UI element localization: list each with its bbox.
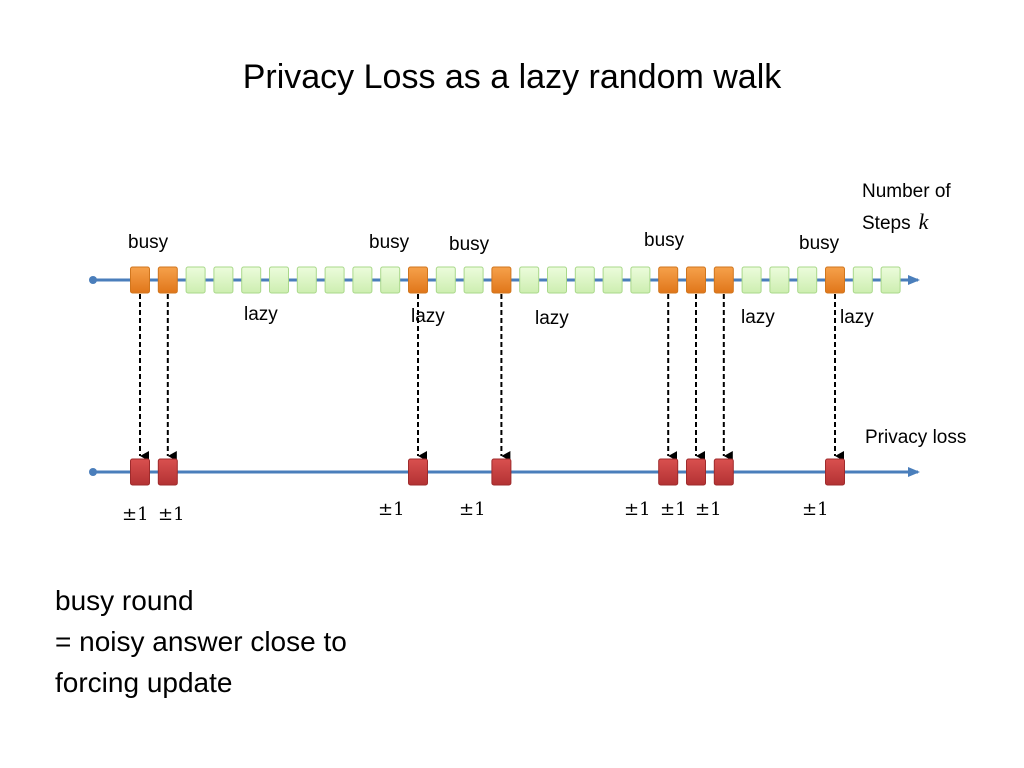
lazy-step-box — [269, 266, 289, 294]
privacy-loss-box — [825, 458, 845, 486]
privacy-loss-box — [157, 458, 178, 486]
increment-label: ±1 — [624, 499, 651, 520]
note-line-1: busy round — [55, 585, 194, 616]
lazy-step-box — [574, 266, 595, 294]
lazy-step-box — [296, 266, 317, 294]
lazy-step-box — [435, 266, 456, 294]
lazy-step-box — [324, 266, 345, 294]
lazy-step-box — [352, 266, 373, 294]
note-line-2: = noisy answer close to — [55, 626, 347, 657]
privacy-loss-box — [713, 458, 734, 486]
busy-round-note: busy round = noisy answer close to forci… — [55, 580, 347, 703]
steps-axis-label-line1: Number of — [862, 181, 951, 202]
lazy-step-box — [880, 266, 901, 294]
lazy-step-box — [185, 266, 206, 294]
lazy-step-box — [213, 266, 234, 294]
privacy-loss-axis-label: Privacy loss — [865, 427, 967, 448]
busy-step-box — [686, 266, 706, 294]
privacy-loss-box — [491, 458, 512, 486]
lazy-label: lazy — [411, 306, 445, 327]
increment-label: ±1 — [158, 504, 185, 525]
busy-label: busy — [644, 230, 685, 251]
privacy-loss-boxes — [130, 458, 845, 486]
lazy-step-box — [463, 266, 484, 294]
privacy-loss-box — [658, 458, 679, 486]
busy-step-box — [408, 266, 428, 294]
busy-step-box — [825, 266, 845, 294]
lazy-label: lazy — [535, 308, 569, 329]
lazy-step-box — [547, 266, 567, 294]
busy-label: busy — [449, 234, 490, 255]
lazy-step-box — [797, 266, 818, 294]
projection-arrows — [139, 294, 844, 461]
lazy-step-box — [852, 266, 873, 294]
privacy-loss-axis-origin-dot — [89, 468, 97, 476]
increment-label: ±1 — [378, 499, 405, 520]
steps-variable-k: k — [918, 209, 929, 234]
lazy-step-box — [741, 266, 762, 294]
privacy-loss-box — [408, 458, 428, 486]
increment-label: ±1 — [695, 499, 722, 520]
privacy-loss-box — [686, 458, 706, 486]
steps-axis-origin-dot — [89, 276, 97, 284]
lazy-step-box — [630, 266, 651, 294]
note-line-3: forcing update — [55, 667, 233, 698]
increment-label: ±1 — [459, 499, 486, 520]
increment-label: ±1 — [802, 499, 829, 520]
busy-step-box — [157, 266, 178, 294]
step-boxes — [130, 266, 901, 294]
lazy-label: lazy — [741, 307, 775, 328]
busy-label: busy — [799, 233, 840, 254]
busy-step-box — [713, 266, 734, 294]
lazy-step-box — [519, 266, 540, 294]
increment-label: ±1 — [122, 504, 149, 525]
lazy-step-box — [241, 266, 262, 294]
busy-step-box — [658, 266, 679, 294]
lazy-step-box — [769, 266, 790, 294]
busy-label: busy — [369, 232, 410, 253]
lazy-step-box — [602, 266, 623, 294]
privacy-loss-box — [130, 458, 150, 486]
lazy-label: lazy — [244, 304, 278, 325]
increment-label: ±1 — [660, 499, 687, 520]
busy-step-box — [130, 266, 150, 294]
lazy-label: lazy — [840, 307, 874, 328]
lazy-step-box — [380, 266, 401, 294]
busy-step-box — [491, 266, 512, 294]
steps-axis-label-word: Steps — [862, 213, 911, 234]
slide-title: Privacy Loss as a lazy random walk — [242, 58, 782, 96]
busy-label: busy — [128, 232, 169, 253]
